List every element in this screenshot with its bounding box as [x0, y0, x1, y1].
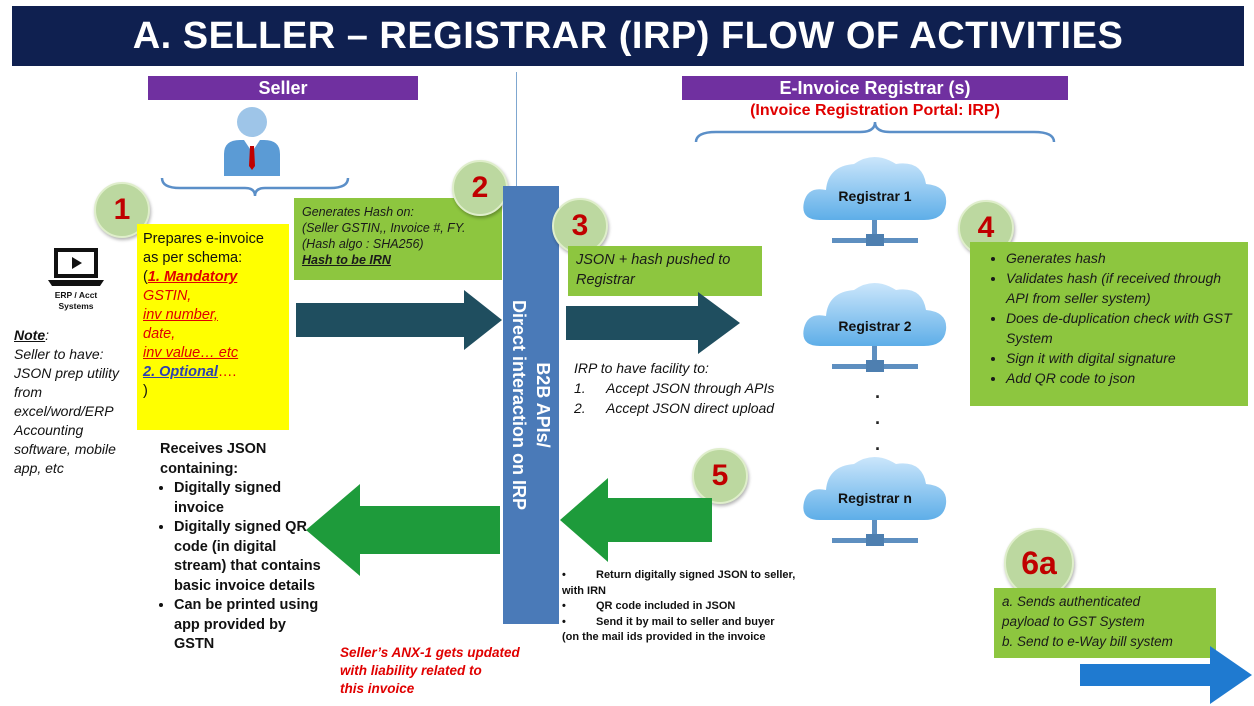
gst-system-arrow	[1080, 646, 1252, 704]
step-3-number: 3	[552, 198, 608, 254]
seller-person-icon	[224, 107, 280, 176]
optional-dots: ….	[217, 364, 237, 380]
note-line: software, mobile	[14, 441, 116, 457]
dot: ·	[875, 387, 881, 407]
step-1-box: Prepares e-invoice as per schema: (1. Ma…	[137, 224, 289, 430]
inv-number-field: inv number,	[143, 307, 218, 323]
step-3-line-1: JSON + hash pushed to	[576, 252, 731, 268]
step-4-box: Generates hash Validates hash (if receiv…	[970, 242, 1248, 406]
erp-label: ERP / Acct Systems	[40, 290, 112, 312]
step-5-list: •Return digitally signed JSON to seller,…	[562, 568, 862, 646]
step-1-optional-line: 2. Optional….	[143, 363, 283, 382]
registrar-brace	[694, 121, 1056, 143]
registrar-n: Registrar n	[800, 446, 950, 558]
seller-note: Note: Seller to have: JSON prep utility …	[14, 326, 146, 478]
step-6a-line-2: payload to GST System	[1002, 614, 1145, 629]
step-6a-number: 6a	[1004, 528, 1074, 598]
step-1-intro-2: as per schema:	[143, 250, 243, 266]
step-3-box: JSON + hash pushed to Registrar	[568, 246, 762, 296]
step-1-mandatory-line: (1. Mandatory	[143, 268, 283, 287]
anx1-line-2: with liability related to	[340, 663, 482, 678]
step-6a-line-3: b. Send to e-Way bill system	[1002, 634, 1173, 649]
seller-to-irp-arrow	[296, 290, 502, 350]
date-field: date,	[143, 326, 176, 342]
step-2-line-2: (Seller GSTIN,, Invoice #, FY.	[302, 221, 466, 235]
step-2-line-4: Hash to be IRN	[302, 253, 391, 267]
bar-text-line-2: Direct interaction on IRP	[509, 299, 529, 511]
bar-text-line-1: B2B APIs/	[533, 362, 553, 448]
step-4-item: Add QR code to json	[1006, 368, 1238, 388]
step-2-line-3: (Hash algo : SHA256)	[302, 237, 424, 251]
step-6a-line-1: a. Sends authenticated	[1002, 594, 1141, 609]
note-line: from	[14, 384, 42, 400]
registrar-to-irp-arrow	[560, 478, 712, 562]
paren-open: (	[143, 269, 148, 285]
dot: ·	[875, 439, 881, 459]
irp-facility-item: 1.Accept JSON through APIs	[574, 380, 775, 396]
mandatory-label: 1. Mandatory	[147, 269, 238, 285]
note-line: Seller to have:	[14, 346, 104, 362]
irp-facility-heading: IRP to have facility to:	[574, 360, 709, 376]
registrar-subheader: (Invoice Registration Portal: IRP)	[750, 102, 1000, 119]
cloud-server-icon	[803, 283, 947, 372]
step-5-item: •QR code included in JSON	[562, 600, 736, 612]
erp-label-line-1: ERP / Acct	[54, 290, 98, 300]
step-5-number: 5	[692, 448, 748, 504]
note-heading-line: Note:	[14, 326, 146, 345]
note-line: Accounting	[14, 422, 84, 438]
b2b-api-bar	[503, 186, 559, 624]
registrar-dots: · · ·	[872, 384, 884, 462]
erp-label-line-2: Systems	[58, 301, 94, 311]
cloud-server-icon	[803, 457, 947, 546]
inv-value-field: inv value… etc	[143, 345, 239, 361]
irp-facility: IRP to have facility to: 1.Accept JSON t…	[574, 358, 834, 418]
registrar-label: Registrar 1	[838, 188, 912, 204]
step-3-line-2: Registrar	[576, 272, 635, 288]
step-5-item: •Return digitally signed JSON to seller,	[562, 569, 796, 581]
registrar-header: E-Invoice Registrar (s)	[682, 76, 1068, 100]
page-title: A. SELLER – REGISTRAR (IRP) FLOW OF ACTI…	[12, 6, 1244, 66]
receives-heading-1: Receives JSON	[160, 441, 267, 457]
step-4-item: Validates hash (if received through API …	[1006, 268, 1238, 308]
step-4-item: Does de-duplication check with GST Syste…	[1006, 308, 1238, 348]
step-4-item: Generates hash	[1006, 248, 1238, 268]
optional-label: 2. Optional	[143, 364, 218, 380]
step-5-item: (on the mail ids provided in the invoice	[562, 631, 766, 643]
step-5-item: •Send it by mail to seller and buyer	[562, 615, 775, 628]
note-line: excel/word/ERP	[14, 403, 114, 419]
step-2-line-1: Generates Hash on:	[302, 205, 414, 219]
step-2-number: 2	[452, 160, 508, 216]
laptop-icon	[48, 248, 104, 286]
note-line: app, etc	[14, 460, 64, 476]
irp-to-seller-arrow	[306, 484, 500, 576]
registrar-label: Registrar n	[838, 490, 912, 506]
cloud-server-icon	[803, 157, 947, 246]
anx1-line-1: Seller’s ANX-1 gets updated	[340, 645, 520, 660]
step-1-intro-1: Prepares e-invoice	[143, 231, 264, 247]
irp-to-registrar-arrow	[566, 292, 740, 354]
step-5-item: with IRN	[562, 584, 606, 597]
receives-item: Digitally signed invoice	[174, 479, 326, 518]
registrar-1: Registrar 1	[800, 146, 950, 258]
registrar-label: Registrar 2	[838, 318, 912, 334]
anx1-line-3: this invoice	[340, 681, 415, 696]
receives-item: Can be printed using app provided by GST…	[174, 596, 326, 655]
receives-item: Digitally signed QR code (in digital str…	[174, 518, 326, 596]
note-colon: :	[45, 327, 50, 343]
receives-heading-2: containing:	[160, 460, 239, 477]
anx1-note: Seller’s ANX-1 gets updated with liabili…	[340, 644, 560, 698]
registrar-2: Registrar 2	[800, 272, 950, 384]
step-4-item: Sign it with digital signature	[1006, 348, 1238, 368]
seller-header: Seller	[148, 76, 418, 100]
note-line: JSON prep utility	[14, 365, 120, 381]
gstin-field: GSTIN,	[143, 288, 192, 304]
receives-json: Receives JSON containing: Digitally sign…	[160, 440, 326, 655]
irp-facility-item: 2.Accept JSON direct upload	[574, 400, 775, 416]
dot: ·	[875, 413, 881, 433]
paren-close: )	[143, 383, 148, 399]
note-heading: Note	[14, 327, 46, 343]
step-6a-box: a. Sends authenticated payload to GST Sy…	[994, 588, 1216, 658]
seller-brace	[160, 177, 350, 197]
